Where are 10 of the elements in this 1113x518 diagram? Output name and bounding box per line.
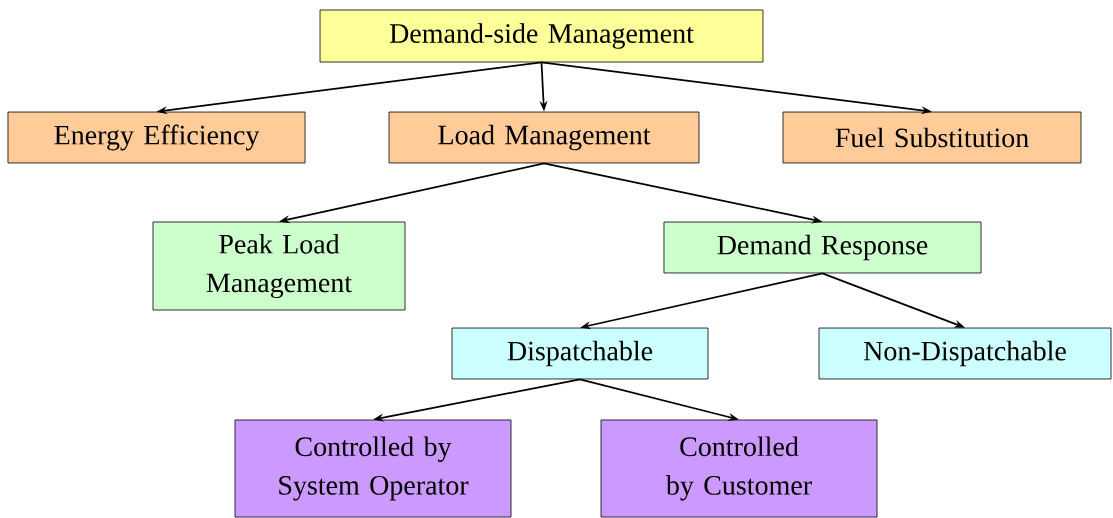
category-box: Controlled by Customer <box>600 419 878 518</box>
title-box: Demand-side Management <box>319 9 764 63</box>
category-box: Load Management <box>388 111 700 164</box>
category-box: Non-Dispatchable <box>818 327 1112 380</box>
category-box: Peak Load Management <box>152 221 406 311</box>
category-box: Demand Response <box>663 221 982 274</box>
category-box: Dispatchable <box>451 327 709 380</box>
category-box: Controlled by System Operator <box>234 419 512 518</box>
category-box: Energy Efficiency <box>7 111 306 164</box>
category-box: Fuel Substitution <box>782 111 1082 164</box>
